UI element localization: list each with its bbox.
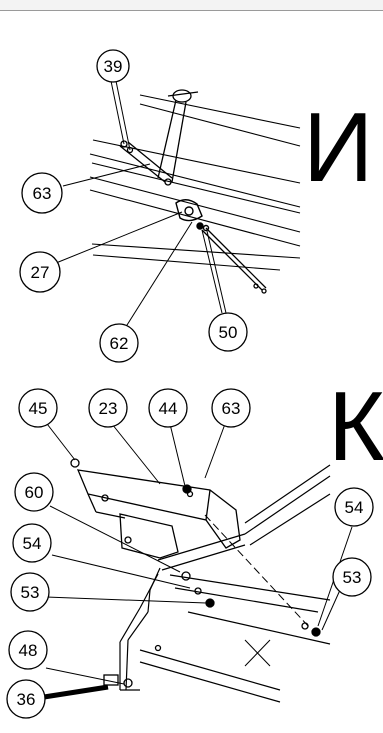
svg-text:45: 45 (29, 399, 48, 418)
view-k-frame (119, 464, 331, 703)
view-k-center-line (204, 514, 311, 629)
svg-text:23: 23 (99, 399, 118, 418)
svg-text:27: 27 (31, 263, 50, 282)
svg-text:63: 63 (33, 184, 52, 203)
callout-62: 62 (99, 323, 139, 363)
assembly-drawing: 39 63 27 62 50 И (6, 49, 383, 719)
callout-45: 45 (18, 388, 58, 428)
view-letter-k: К (328, 371, 383, 481)
view-i-rod (201, 227, 267, 294)
svg-text:54: 54 (345, 498, 364, 517)
callout-44: 44 (148, 388, 188, 428)
svg-text:53: 53 (21, 583, 40, 602)
callout-60: 60 (14, 472, 54, 512)
callout-54: 54 (334, 487, 374, 527)
callout-23: 23 (88, 388, 128, 428)
svg-text:36: 36 (17, 690, 36, 709)
view-letter-i: И (303, 92, 373, 202)
view-i-drawing (55, 80, 301, 334)
svg-text:60: 60 (25, 483, 44, 502)
view-k-shaft (43, 684, 109, 700)
svg-text:44: 44 (159, 399, 178, 418)
svg-text:53: 53 (343, 568, 362, 587)
callout-36: 36 (6, 679, 46, 719)
view-k-center-cross-b (244, 639, 271, 667)
window-top-border (0, 0, 383, 11)
callout-63: 63 (21, 172, 63, 214)
callout-48: 48 (8, 630, 48, 670)
callout-53: 53 (332, 557, 372, 597)
callout-50: 50 (208, 312, 248, 352)
svg-text:48: 48 (19, 641, 38, 660)
callout-53: 53 (10, 572, 50, 612)
callout-63: 63 (211, 388, 251, 428)
svg-text:50: 50 (219, 323, 238, 342)
view-k-fasteners (70, 458, 321, 688)
svg-text:54: 54 (23, 534, 42, 553)
view-i-leaders (55, 80, 227, 334)
svg-text:63: 63 (222, 399, 241, 418)
view-k-drawing (43, 419, 353, 703)
callout-54: 54 (12, 523, 52, 563)
view-k-bracket (76, 469, 241, 559)
view-i-lever (119, 89, 199, 186)
view-i-clamp (175, 199, 210, 232)
svg-text:62: 62 (110, 334, 129, 353)
callout-39: 39 (96, 49, 130, 83)
callout-27: 27 (19, 251, 61, 293)
view-i-frame-rails (89, 94, 301, 271)
view-k-leaders (43, 419, 353, 685)
svg-text:39: 39 (104, 57, 123, 76)
